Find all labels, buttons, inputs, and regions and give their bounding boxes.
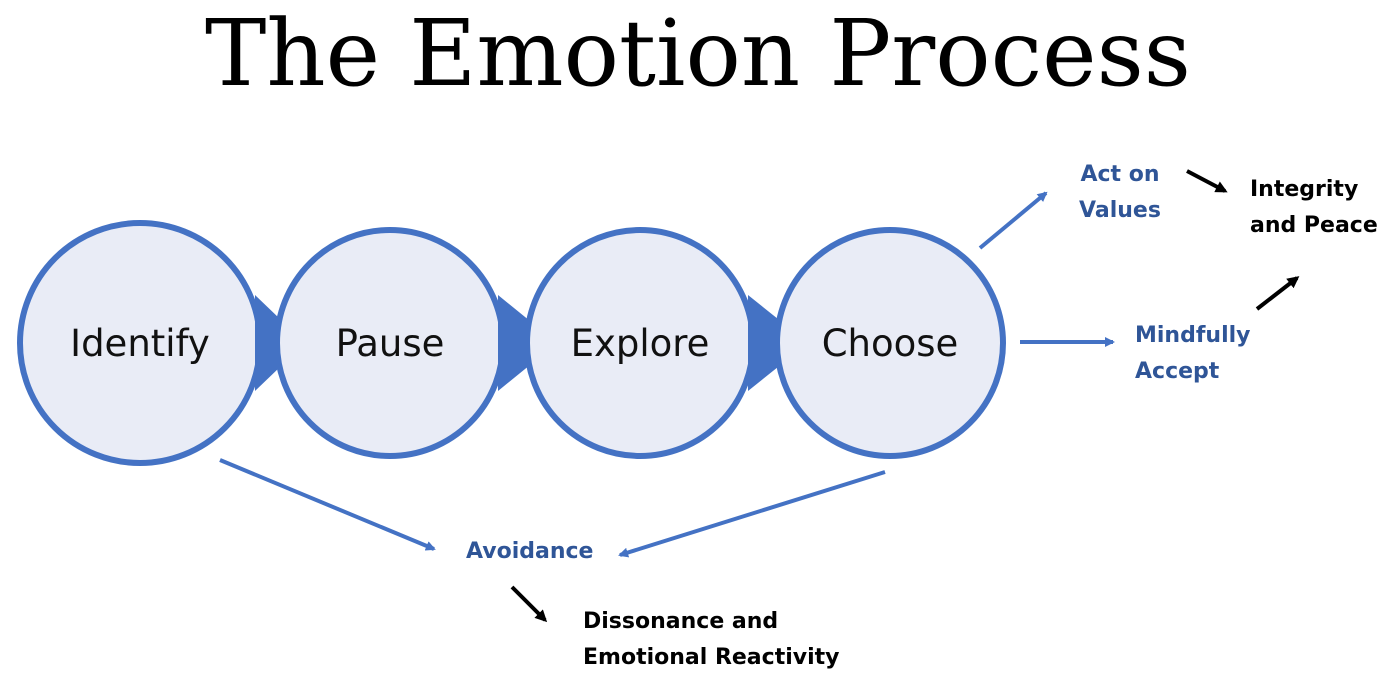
- arrow-to-act-on-values: [978, 191, 1048, 250]
- arrow-to-integrity: [1186, 169, 1228, 193]
- arrow-identify-to-avoidance: [219, 458, 436, 551]
- integrity-label: Integrity and Peace: [1250, 177, 1378, 238]
- act-on-values-label: Act on Values: [1079, 162, 1161, 223]
- step-label: Choose: [822, 322, 959, 365]
- step-label: Identify: [70, 322, 210, 365]
- step-circle: [774, 227, 1006, 459]
- label-line: Dissonance and: [583, 609, 778, 634]
- label-line: Act on: [1080, 162, 1159, 187]
- step-label: Pause: [336, 322, 445, 365]
- label-line: Emotional Reactivity: [583, 645, 840, 670]
- label-line: and Peace: [1250, 213, 1378, 238]
- mindfully-accept-label: Mindfully Accept: [1135, 323, 1251, 384]
- dissonance-label: Dissonance and Emotional Reactivity: [583, 609, 840, 670]
- step-label: Explore: [571, 322, 710, 365]
- label-line: Avoidance: [466, 539, 593, 564]
- arrow-to-dissonance: [510, 585, 548, 623]
- page-title: The Emotion Process: [205, 0, 1191, 107]
- step-identify: Identify: [17, 220, 305, 466]
- label-line: Integrity: [1250, 177, 1358, 202]
- arrow-accept-to-integrity: [1255, 276, 1300, 311]
- avoidance-label: Avoidance: [466, 539, 593, 564]
- step-pause: Pause: [274, 227, 557, 459]
- arrow-choose-to-avoidance: [618, 470, 886, 558]
- label-line: Mindfully: [1135, 323, 1251, 348]
- step-explore: Explore: [524, 227, 808, 459]
- label-line: Accept: [1135, 359, 1220, 384]
- step-choose: Choose: [774, 227, 1006, 459]
- label-line: Values: [1079, 198, 1161, 223]
